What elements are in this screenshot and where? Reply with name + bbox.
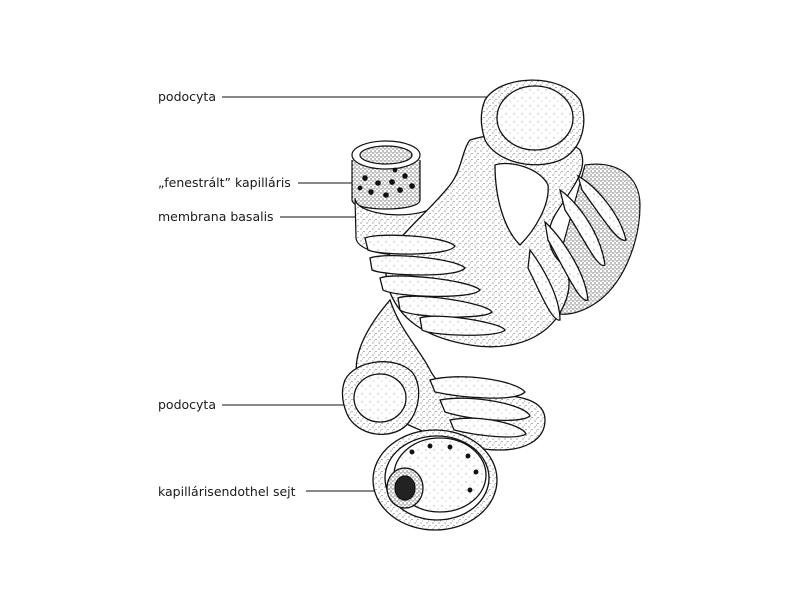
podocyte-top-cell-body [481,80,584,165]
podocyte-bottom-cell-body [343,362,419,435]
capillary-cross-section [373,430,497,530]
